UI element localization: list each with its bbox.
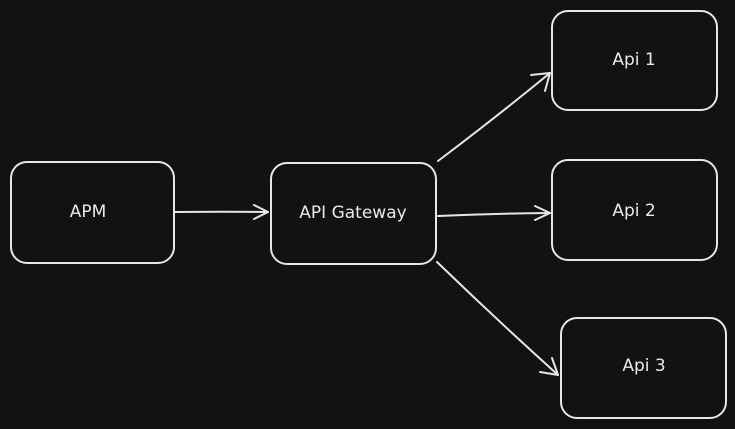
node-label: APM bbox=[70, 202, 107, 222]
arrow-head-icon bbox=[530, 72, 551, 92]
node-label: Api 1 bbox=[612, 50, 655, 70]
node-api-1[interactable]: Api 1 bbox=[551, 10, 718, 111]
node-api-gateway[interactable]: API Gateway bbox=[270, 162, 437, 265]
node-apm[interactable]: APM bbox=[10, 161, 175, 264]
edge-line bbox=[437, 72, 551, 162]
edge-gateway-to-api1 bbox=[437, 72, 551, 162]
node-label: Api 3 bbox=[622, 356, 665, 376]
arrow-head-icon bbox=[534, 205, 551, 221]
node-box bbox=[560, 317, 727, 419]
node-api-2[interactable]: Api 2 bbox=[551, 159, 718, 261]
node-box bbox=[10, 161, 175, 264]
arrow-head-icon bbox=[253, 204, 269, 220]
edge-line bbox=[436, 261, 559, 376]
arrow-head-icon bbox=[539, 357, 559, 376]
edge-apm-to-gateway bbox=[174, 204, 269, 220]
node-api-3[interactable]: Api 3 bbox=[560, 317, 727, 419]
node-box bbox=[270, 162, 437, 265]
edge-gateway-to-api3 bbox=[436, 261, 559, 376]
node-label: API Gateway bbox=[299, 203, 406, 223]
edge-line bbox=[437, 212, 551, 217]
node-box bbox=[551, 159, 718, 261]
edge-gateway-to-api2 bbox=[437, 205, 551, 221]
node-box bbox=[551, 10, 718, 111]
node-label: Api 2 bbox=[612, 201, 655, 221]
